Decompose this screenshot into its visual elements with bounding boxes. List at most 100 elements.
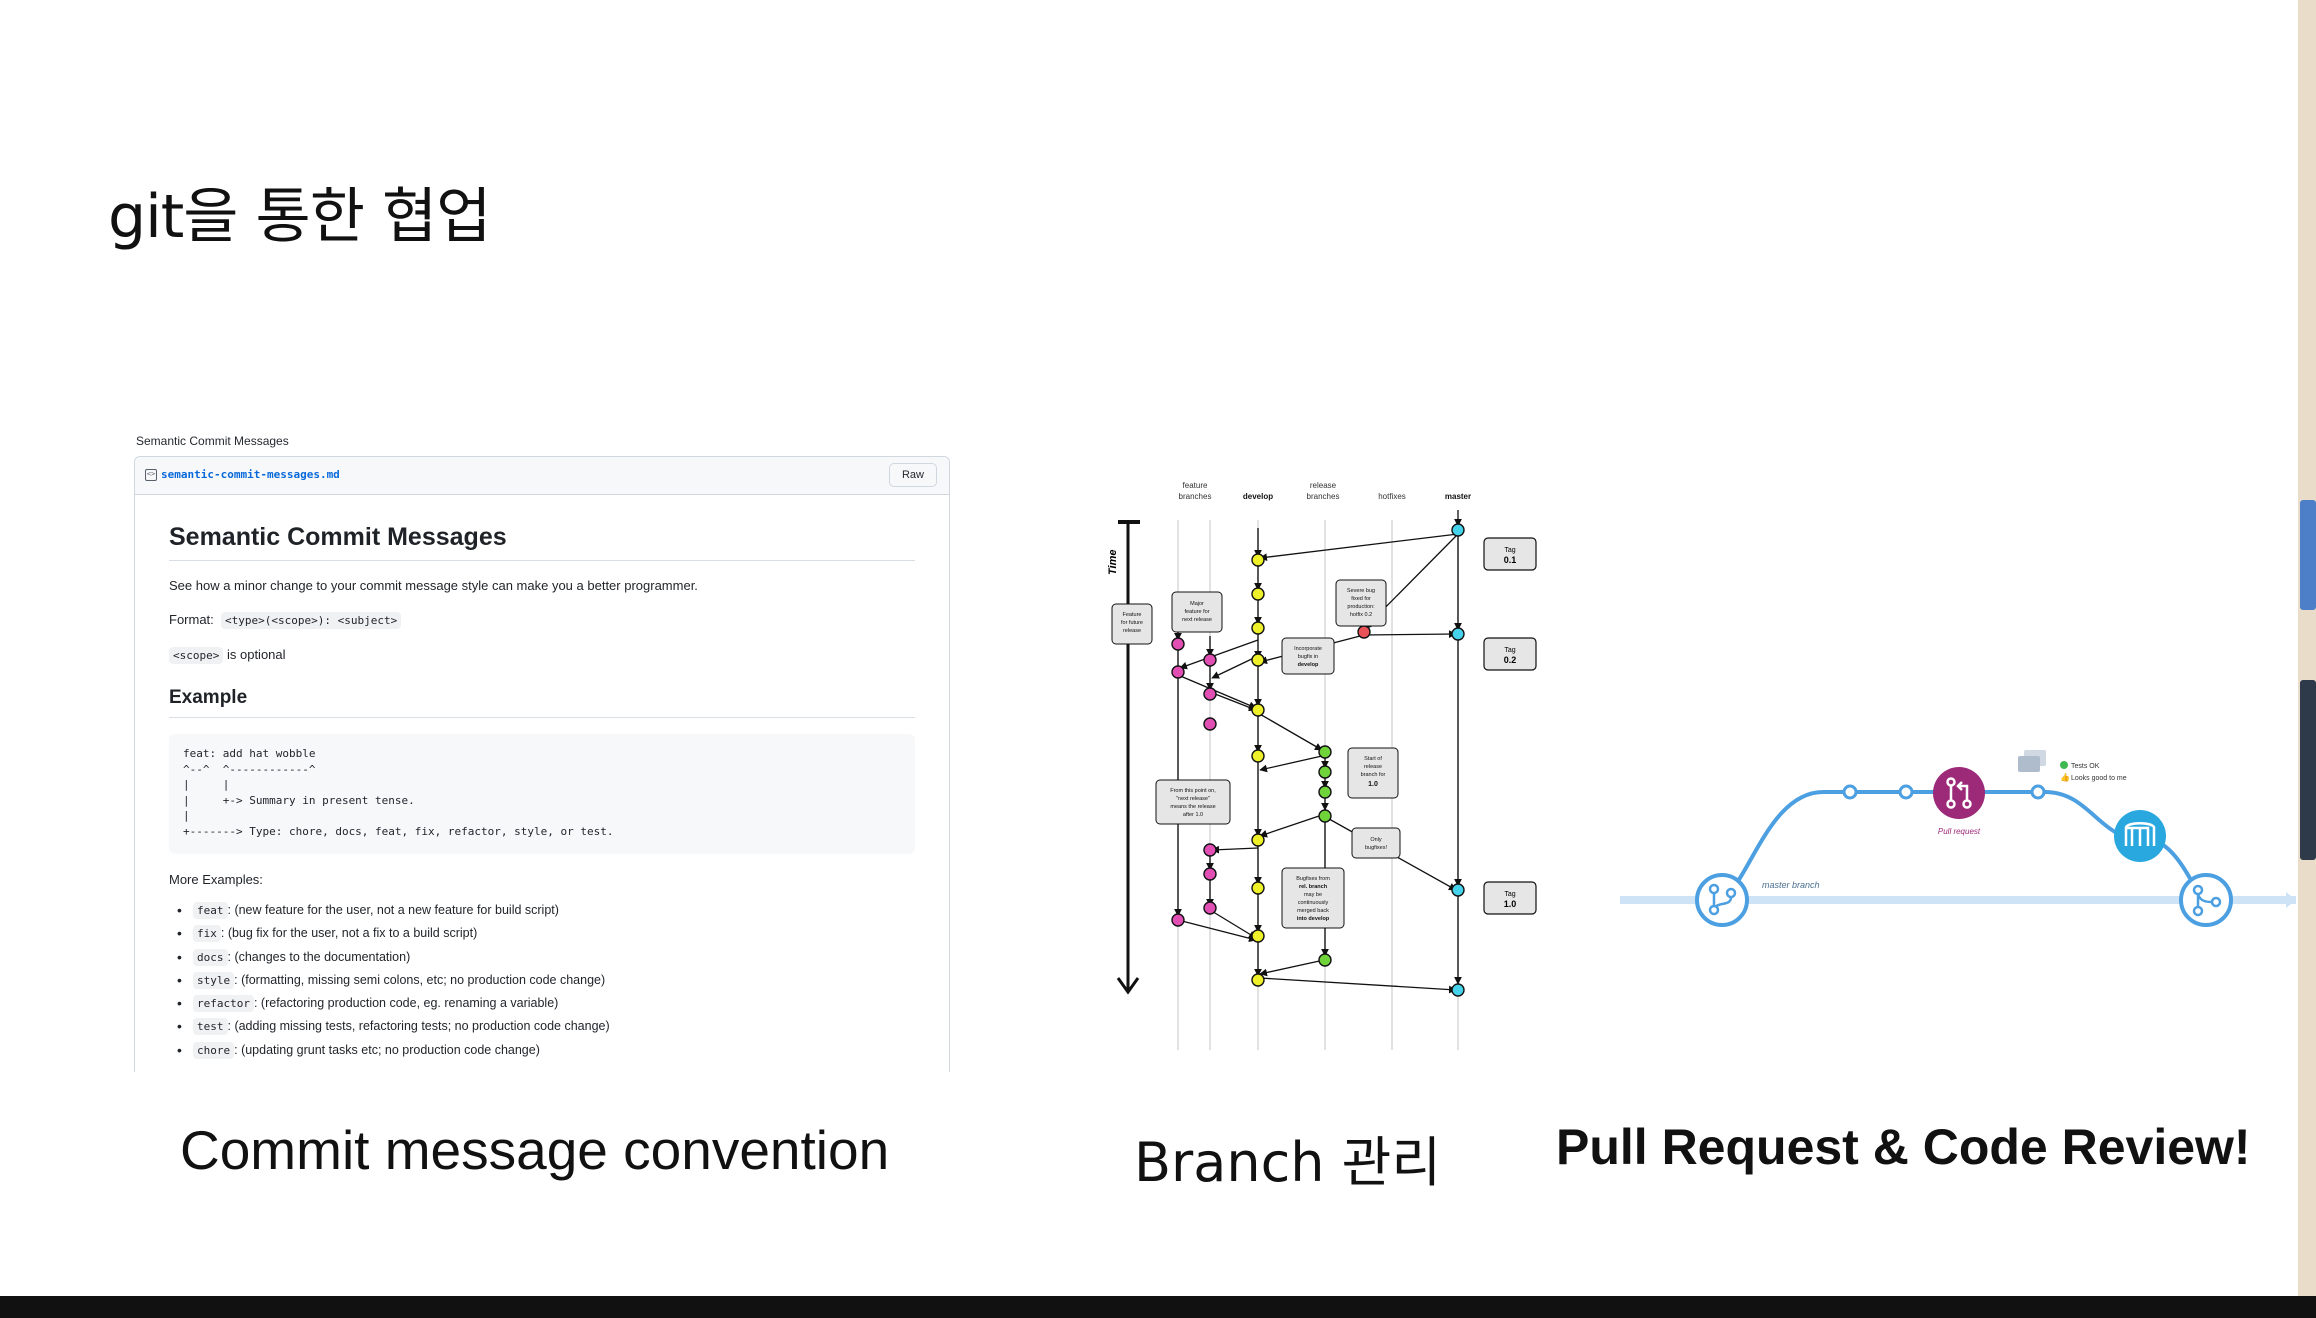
svg-text:Tag: Tag bbox=[1504, 547, 1515, 554]
type-code: chore bbox=[193, 1041, 235, 1059]
lane-label-hotfixes: hotfixes bbox=[1378, 492, 1406, 501]
list-item: style: (formatting, missing semi colons,… bbox=[169, 969, 915, 993]
svg-text:rel. branch: rel. branch bbox=[1299, 884, 1328, 890]
code-line: | | bbox=[183, 778, 230, 792]
svg-text:for future: for future bbox=[1121, 620, 1143, 626]
git-flow-diagram: feature branches develop release branche… bbox=[1107, 481, 1537, 1050]
commit-dot bbox=[1842, 784, 1858, 800]
time-label: Time bbox=[1107, 550, 1119, 575]
svg-text:means the release: means the release bbox=[1170, 804, 1215, 810]
code-line: | +-> Summary in present tense. bbox=[183, 793, 415, 807]
list-item: docs: (changes to the documentation) bbox=[169, 946, 915, 970]
list-item: chore: (updating grunt tasks etc; no pro… bbox=[169, 1039, 915, 1063]
note-incorporate: Incorporate bugfix in develop bbox=[1281, 637, 1335, 675]
format-label: Format: bbox=[169, 612, 214, 627]
tests-ok-label: Tests OK bbox=[2071, 763, 2100, 770]
note-major-feature: Major feature for next release bbox=[1171, 591, 1223, 633]
format-line: Format: <type>(<scope>): <subject> bbox=[169, 611, 915, 630]
type-code: refactor bbox=[193, 995, 254, 1013]
note-severe-bug: Severe bug fixed for production: hotfix … bbox=[1335, 579, 1387, 627]
svg-text:release: release bbox=[1123, 628, 1141, 634]
svg-text:branch for: branch for bbox=[1361, 772, 1386, 778]
code-line: | bbox=[183, 809, 190, 823]
gist-file-link[interactable]: semantic-commit-messages.md bbox=[161, 468, 340, 481]
check-icon bbox=[2060, 761, 2068, 769]
svg-text:Severe bug: Severe bug bbox=[1347, 588, 1375, 594]
svg-text:merged back: merged back bbox=[1297, 908, 1329, 914]
note-bugfixes-from: Bugfixes from rel. branch may be continu… bbox=[1281, 867, 1345, 929]
gist-heading: Semantic Commit Messages bbox=[169, 523, 915, 561]
type-description: : (refactoring production code, eg. rena… bbox=[253, 996, 559, 1011]
pull-request-icon bbox=[1933, 767, 1985, 819]
list-item: feat: (new feature for the user, not a n… bbox=[169, 899, 915, 923]
type-code: docs bbox=[193, 948, 228, 966]
svg-text:bugfix in: bugfix in bbox=[1298, 654, 1319, 660]
scope-code: <scope> bbox=[169, 647, 224, 664]
svg-text:Incorporate: Incorporate bbox=[1294, 646, 1322, 652]
svg-text:"next release": "next release" bbox=[1176, 796, 1210, 802]
gist-header: <> semantic-commit-messages.md Raw bbox=[135, 457, 949, 495]
lane-label-develop: develop bbox=[1243, 492, 1273, 501]
format-code: <type>(<scope>): <subject> bbox=[221, 612, 402, 629]
branch-icon bbox=[1695, 873, 1749, 927]
gist-caption: Semantic Commit Messages bbox=[136, 434, 289, 448]
raw-button[interactable]: Raw bbox=[889, 463, 937, 487]
svg-text:Feature: Feature bbox=[1123, 612, 1142, 618]
master-branch-line bbox=[1620, 896, 2296, 904]
commit-dot bbox=[2030, 784, 2046, 800]
list-item: fix: (bug fix for the user, not a fix to… bbox=[169, 922, 915, 946]
gist-intro: See how a minor change to your commit me… bbox=[169, 578, 698, 593]
svg-text:Tag: Tag bbox=[1504, 891, 1515, 898]
gist-body: Semantic Commit Messages See how a minor… bbox=[135, 523, 949, 1062]
type-description: : (new feature for the user, not a new f… bbox=[227, 903, 559, 917]
bottom-bar bbox=[0, 1296, 2316, 1318]
thumbs-up-icon: 👍 bbox=[2060, 772, 2070, 782]
tag-1-0: Tag 1.0 bbox=[1483, 881, 1537, 915]
svg-text:feature for: feature for bbox=[1184, 609, 1209, 615]
svg-text:may be: may be bbox=[1304, 892, 1322, 898]
code-file-icon: <> bbox=[145, 469, 157, 481]
looks-good-label: Looks good to me bbox=[2071, 775, 2127, 782]
example-code-block: feat: add hat wobble ^--^ ^------------^… bbox=[169, 734, 915, 854]
svg-text:Major: Major bbox=[1190, 601, 1204, 607]
list-item: refactor: (refactoring production code, … bbox=[169, 992, 915, 1016]
type-description: : (formatting, missing semi colons, etc;… bbox=[234, 972, 606, 987]
note-only-bugfixes: Only bugfixes! bbox=[1351, 827, 1401, 859]
svg-text:Only: Only bbox=[1370, 837, 1382, 843]
lane-label-release-2: branches bbox=[1307, 492, 1340, 501]
pull-request-diagram: master branch Pull request Tests OK 👍 Lo… bbox=[1620, 750, 2296, 927]
svg-text:1.0: 1.0 bbox=[1504, 899, 1517, 909]
svg-text:Bugfixes from: Bugfixes from bbox=[1296, 876, 1330, 882]
scope-text: is optional bbox=[226, 647, 286, 662]
pull-request-label: Pull request bbox=[1938, 827, 1981, 836]
svg-text:release: release bbox=[1364, 764, 1382, 770]
svg-text:after 1.0: after 1.0 bbox=[1183, 812, 1203, 818]
comment-icon bbox=[2018, 750, 2046, 772]
caption-branch-management: Branch 관리 bbox=[1134, 1131, 1442, 1194]
type-description: : (adding missing tests, refactoring tes… bbox=[227, 1019, 610, 1034]
svg-text:0.1: 0.1 bbox=[1504, 555, 1517, 565]
scope-line: <scope> is optional bbox=[169, 646, 915, 665]
note-feature-future: Feature for future release bbox=[1111, 603, 1153, 645]
caption-commit-convention: Commit message convention bbox=[180, 1119, 890, 1181]
note-start-release: Start of release branch for 1.0 bbox=[1347, 747, 1399, 799]
type-code: test bbox=[193, 1018, 228, 1036]
caption-pull-request: Pull Request & Code Review! bbox=[1556, 1119, 2251, 1175]
type-code: fix bbox=[193, 925, 221, 943]
svg-text:0.2: 0.2 bbox=[1504, 655, 1517, 665]
tag-0-1: Tag 0.1 bbox=[1483, 537, 1537, 571]
gist-card: <> semantic-commit-messages.md Raw Seman… bbox=[134, 456, 950, 1072]
more-examples-label: More Examples: bbox=[169, 872, 263, 887]
svg-text:into develop: into develop bbox=[1297, 916, 1330, 922]
svg-text:Start of: Start of bbox=[1364, 756, 1382, 762]
master-branch-label: master branch bbox=[1762, 880, 1820, 890]
tag-0-2: Tag 0.2 bbox=[1483, 637, 1537, 671]
svg-text:develop: develop bbox=[1298, 662, 1319, 668]
slide-title: git을 통한 협업 bbox=[108, 182, 491, 252]
svg-text:1.0: 1.0 bbox=[1368, 781, 1378, 788]
type-description: : (updating grunt tasks etc; no producti… bbox=[234, 1042, 540, 1057]
edge-thumbnail bbox=[2300, 500, 2316, 610]
lane-label-release: release bbox=[1310, 481, 1337, 490]
type-description: : (bug fix for the user, not a fix to a … bbox=[220, 926, 478, 941]
type-description: : (changes to the documentation) bbox=[227, 949, 411, 964]
